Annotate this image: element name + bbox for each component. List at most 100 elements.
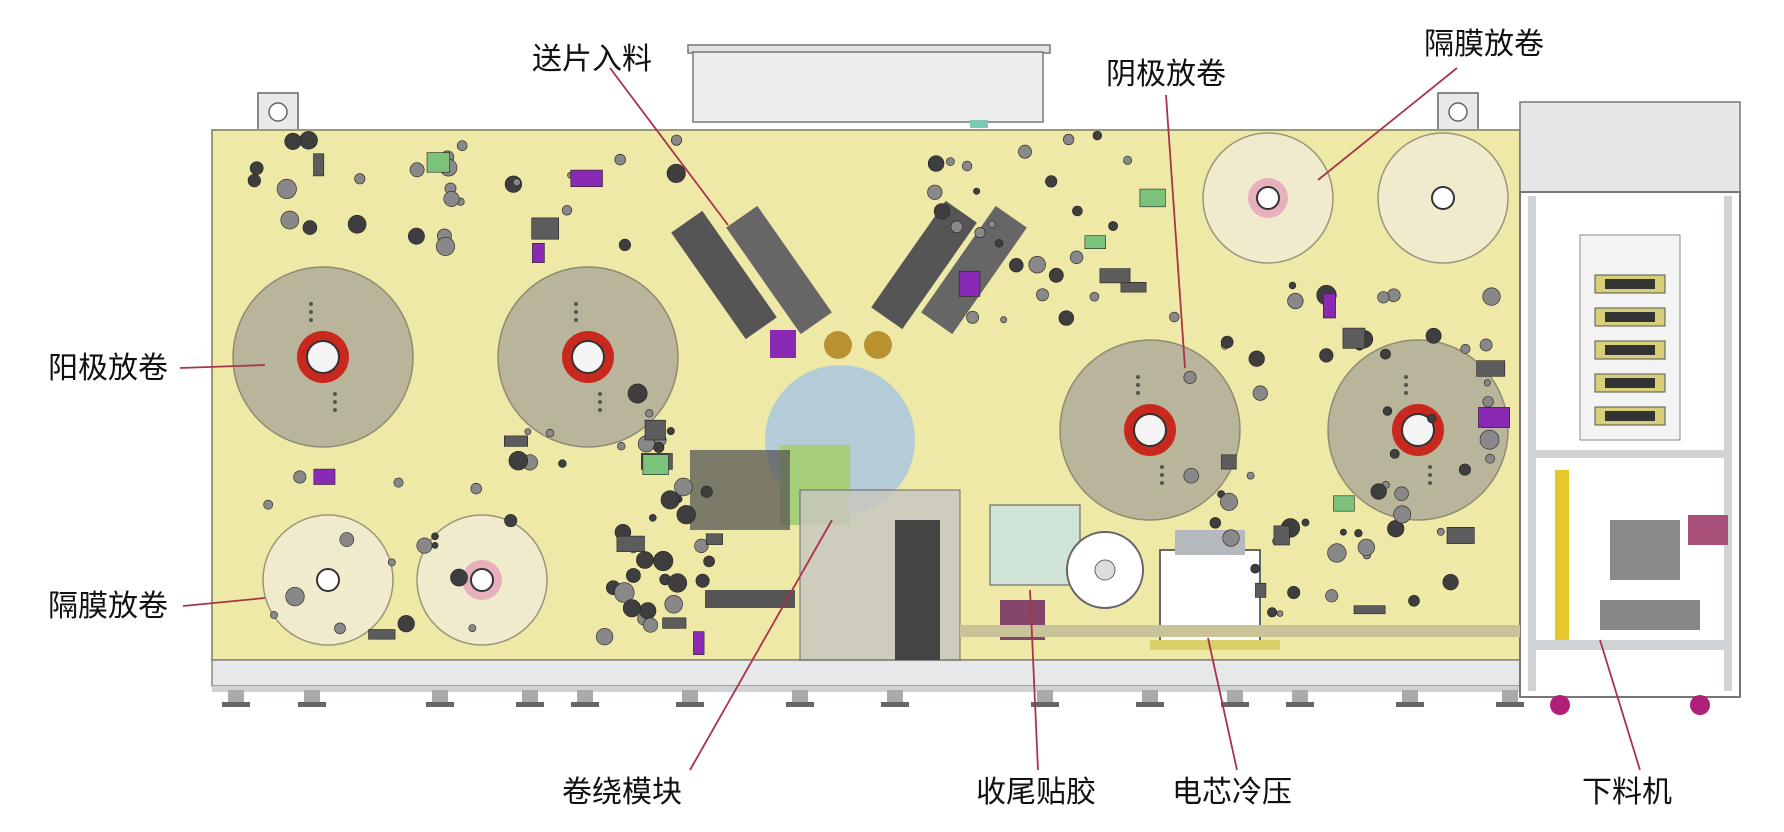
roller (1442, 573, 1459, 591)
label-anode-unwind: 阳极放卷 (48, 351, 168, 386)
roller (674, 477, 693, 497)
roller (966, 310, 979, 324)
roller (639, 602, 657, 620)
roller (393, 477, 404, 488)
component-block (1221, 454, 1237, 470)
roller (700, 485, 713, 498)
component-block (644, 419, 666, 441)
foot (222, 690, 250, 707)
leveling-feet (222, 690, 1524, 707)
tray (1594, 406, 1666, 426)
roller (1009, 258, 1024, 273)
roller (618, 238, 632, 251)
roller (694, 538, 709, 554)
roller (354, 173, 366, 185)
roller (614, 153, 626, 166)
component-block (532, 243, 545, 263)
component-block (313, 468, 336, 485)
roller (1382, 406, 1393, 416)
feed-in-mechanism (671, 200, 1027, 359)
roller (660, 490, 680, 510)
foot (881, 690, 909, 707)
roller (642, 617, 658, 633)
base-rail (211, 659, 1521, 692)
roller (1408, 594, 1420, 607)
roller (1248, 350, 1265, 367)
roller (1276, 610, 1284, 617)
roller (1072, 205, 1083, 217)
component-block (503, 435, 528, 447)
foot (1396, 690, 1424, 707)
roller (636, 551, 654, 569)
label-tail-taping: 收尾贴胶 (976, 775, 1096, 810)
roller (1246, 471, 1255, 480)
roller (558, 459, 567, 468)
component-block (531, 217, 560, 240)
roller (545, 428, 555, 438)
roller (1479, 429, 1500, 450)
component-block (426, 152, 451, 173)
roller (1036, 288, 1049, 302)
component-block (1139, 188, 1166, 208)
roller (1028, 256, 1046, 274)
roller (1460, 343, 1471, 354)
component-block (616, 535, 645, 552)
tray (1594, 307, 1666, 327)
roller (670, 134, 682, 146)
roller (927, 184, 943, 200)
roller (1045, 175, 1058, 188)
roller (1123, 155, 1133, 165)
roller (407, 227, 425, 245)
roller (347, 215, 367, 234)
roller (1183, 468, 1199, 484)
tray (1594, 340, 1666, 360)
component-block (1099, 268, 1131, 284)
roller (249, 161, 264, 175)
component-block (1333, 495, 1355, 512)
roller (622, 599, 641, 618)
foot (1496, 690, 1524, 707)
tray (1594, 274, 1666, 294)
foot (1221, 690, 1249, 707)
component-block (1273, 525, 1290, 546)
roller (1220, 492, 1238, 511)
roller (1325, 589, 1339, 603)
component-block (642, 454, 669, 476)
roller (387, 558, 396, 567)
unloader-trays (1594, 274, 1666, 426)
roller (504, 514, 518, 528)
roller (988, 220, 996, 229)
roller (648, 513, 657, 522)
component-block (662, 617, 687, 629)
roller (664, 595, 683, 614)
roller (561, 205, 573, 216)
roller (627, 383, 648, 404)
roller (409, 162, 425, 178)
roller (270, 611, 278, 619)
anode-reel-1 (232, 266, 414, 448)
roller (676, 505, 696, 525)
roller (431, 532, 439, 541)
winding-module (690, 365, 961, 661)
roller (653, 550, 674, 571)
roller (468, 624, 477, 632)
roller (1250, 563, 1261, 574)
roller (456, 140, 468, 151)
label-winding-module: 卷绕模块 (562, 775, 682, 810)
roller (645, 409, 654, 418)
roller (595, 628, 614, 646)
roller (946, 157, 955, 166)
component-block (1084, 235, 1106, 249)
component-block (1255, 582, 1267, 598)
roller (1319, 348, 1334, 363)
component-block (313, 153, 325, 177)
roller (470, 482, 482, 495)
roller (339, 532, 355, 547)
roller (1209, 517, 1222, 529)
roller (1370, 483, 1387, 500)
label-cathode-unwind: 阴极放卷 (1106, 57, 1226, 92)
component-block (1353, 605, 1386, 615)
bottom-conveyor (960, 625, 1520, 637)
component-block (1478, 407, 1511, 428)
